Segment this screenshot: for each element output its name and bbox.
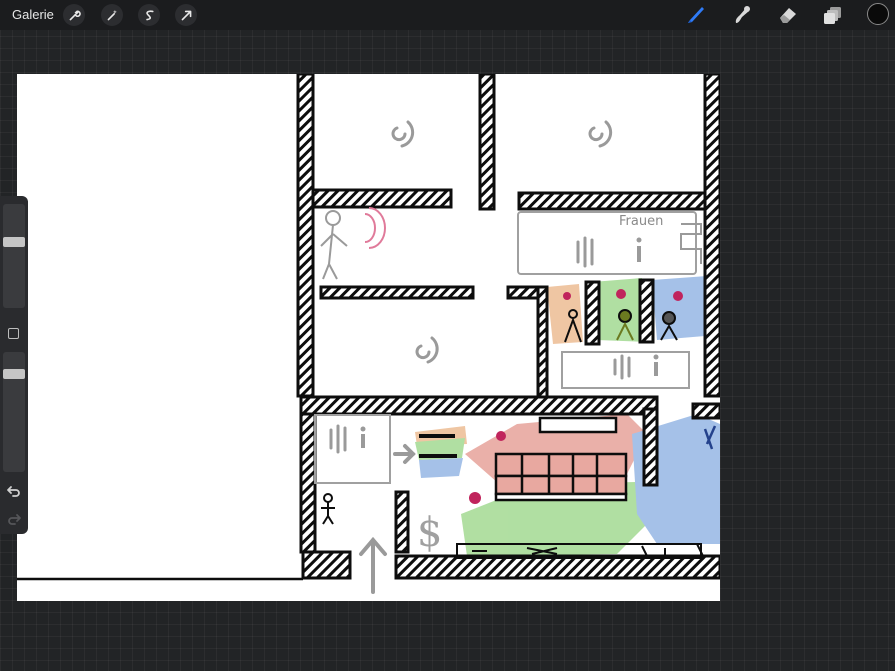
stairs-icon [680, 223, 702, 264]
brush-size-thumb[interactable] [3, 236, 25, 247]
brush-sidebar [0, 196, 28, 534]
info-boxes [314, 211, 697, 484]
layers-icon[interactable] [821, 3, 845, 27]
brush-size-slider[interactable] [3, 204, 25, 308]
top-toolbar: Galerie [0, 0, 895, 30]
counter-items [456, 543, 704, 559]
selection-icon[interactable] [138, 4, 160, 26]
magic-wand-icon[interactable] [101, 4, 123, 26]
walls [296, 74, 720, 580]
info-marks [360, 237, 659, 448]
display-shelves [419, 416, 628, 502]
modify-square-icon[interactable] [8, 328, 19, 339]
brush-icon[interactable] [684, 3, 708, 27]
sound-icons [329, 120, 631, 454]
eraser-icon[interactable] [776, 3, 800, 27]
mannequin-sketch [320, 210, 348, 280]
women-label: Frauen [619, 214, 663, 229]
people-sketches [321, 309, 717, 525]
undo-icon[interactable] [6, 482, 22, 498]
store-sign: $ [417, 510, 442, 556]
pink-speaker-icon [364, 207, 386, 249]
redo-icon[interactable] [6, 510, 22, 526]
smudge-icon[interactable] [730, 3, 754, 27]
transform-arrow-icon[interactable] [175, 4, 197, 26]
path-arrows [359, 444, 416, 594]
drawing-canvas[interactable]: Frauen $ [17, 74, 720, 601]
product-markers [469, 289, 683, 504]
gallery-button[interactable]: Galerie [12, 7, 54, 22]
wrench-icon[interactable] [63, 4, 85, 26]
floor-plan-sketch: Frauen $ [17, 74, 720, 594]
color-swatch[interactable] [867, 3, 889, 25]
opacity-thumb[interactable] [3, 368, 25, 379]
opacity-slider[interactable] [3, 352, 25, 472]
